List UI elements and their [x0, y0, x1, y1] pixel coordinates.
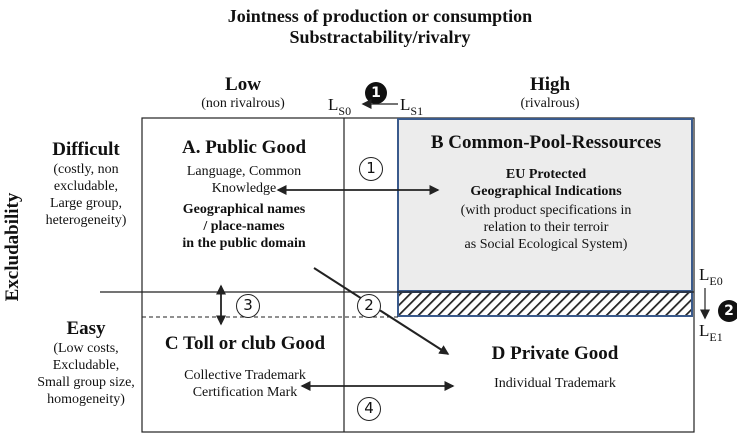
quadrant-b-bold-2: Geographical Indications: [470, 184, 622, 199]
title-line-2: Substractability/rivalry: [289, 27, 471, 47]
row-difficult: Difficult (costly, non excludable, Large…: [30, 139, 142, 229]
quadrant-c: C Toll or club Good Collective Trademark…: [148, 333, 342, 401]
quadrant-a-bold-3: in the public domain: [182, 236, 306, 251]
quadrant-b-bold-1: EU Protected: [505, 167, 587, 182]
title-line-1: Jointness of production or consumption: [227, 6, 533, 26]
quadrant-c-text-1: Collective Trademark: [184, 368, 306, 383]
column-low-sub: (non rivalrous): [201, 96, 285, 111]
rivalry-shift-from: LS0: [328, 95, 352, 118]
row-easy: Easy (Low costs, Excludable, Small group…: [26, 318, 146, 408]
quadrant-d-text-1: Individual Trademark: [494, 376, 616, 391]
row-difficult-sub-4: heterogeneity): [45, 213, 127, 228]
quadrant-d: D Private Good Individual Trademark: [450, 343, 660, 392]
row-difficult-sub-2: excludable,: [53, 179, 119, 194]
excludability-shift-marker: 2: [718, 300, 737, 322]
transition-marker-1: 1: [359, 157, 383, 181]
common-pool-box: [397, 118, 693, 292]
hatched-band: [397, 291, 693, 317]
column-low-label: Low: [225, 74, 261, 95]
rivalry-shift-to: LS1: [400, 95, 424, 118]
quadrant-b-text-1: (with product specifications in: [460, 203, 632, 218]
quadrant-a-bold-2: / place-names: [203, 219, 285, 234]
quadrant-d-title: D Private Good: [491, 343, 619, 364]
row-difficult-sub-1: (costly, non: [53, 162, 119, 177]
quadrant-b-title: B Common-Pool-Ressources: [430, 132, 662, 153]
row-difficult-sub-3: Large group,: [49, 196, 123, 211]
quadrant-a-text-1: Language, Common: [186, 164, 302, 179]
column-high: High (rivalrous): [500, 74, 600, 112]
transition-marker-4: 4: [357, 397, 381, 421]
quadrant-a-text-2: Knowledge: [211, 181, 277, 196]
quadrant-b-text-3: as Social Ecological System): [464, 237, 628, 252]
column-high-sub: (rivalrous): [520, 96, 580, 111]
excludability-shift-to: LE1: [699, 321, 723, 344]
column-low: Low (non rivalrous): [168, 74, 318, 112]
row-easy-sub-1: (Low costs,: [53, 341, 119, 356]
quadrant-a: A. Public Good Language, Common Knowledg…: [148, 137, 340, 252]
transition-marker-3: 3: [236, 294, 260, 318]
row-easy-label: Easy: [66, 318, 106, 339]
quadrant-a-title: A. Public Good: [181, 137, 307, 158]
diagram-title: Jointness of production or consumption S…: [150, 6, 610, 48]
quadrant-b-text-2: relation to their terroir: [483, 220, 609, 235]
quadrant-a-bold-1: Geographical names: [182, 202, 306, 217]
rivalry-shift-marker: 1: [365, 82, 387, 104]
row-easy-sub-2: Excludable,: [52, 358, 120, 373]
quadrant-c-title: C Toll or club Good: [164, 333, 326, 354]
transition-arrow-2: [313, 267, 450, 355]
row-easy-sub-4: homogeneity): [47, 392, 125, 407]
row-difficult-label: Difficult: [52, 139, 120, 160]
excludability-shift-from: LE0: [699, 265, 723, 288]
quadrant-c-text-2: Certification Mark: [192, 385, 298, 400]
column-high-label: High: [529, 74, 571, 95]
quadrant-b: B Common-Pool-Ressources EU Protected Ge…: [400, 132, 692, 253]
row-easy-sub-3: Small group size,: [37, 375, 135, 390]
transition-marker-2: 2: [357, 294, 381, 318]
